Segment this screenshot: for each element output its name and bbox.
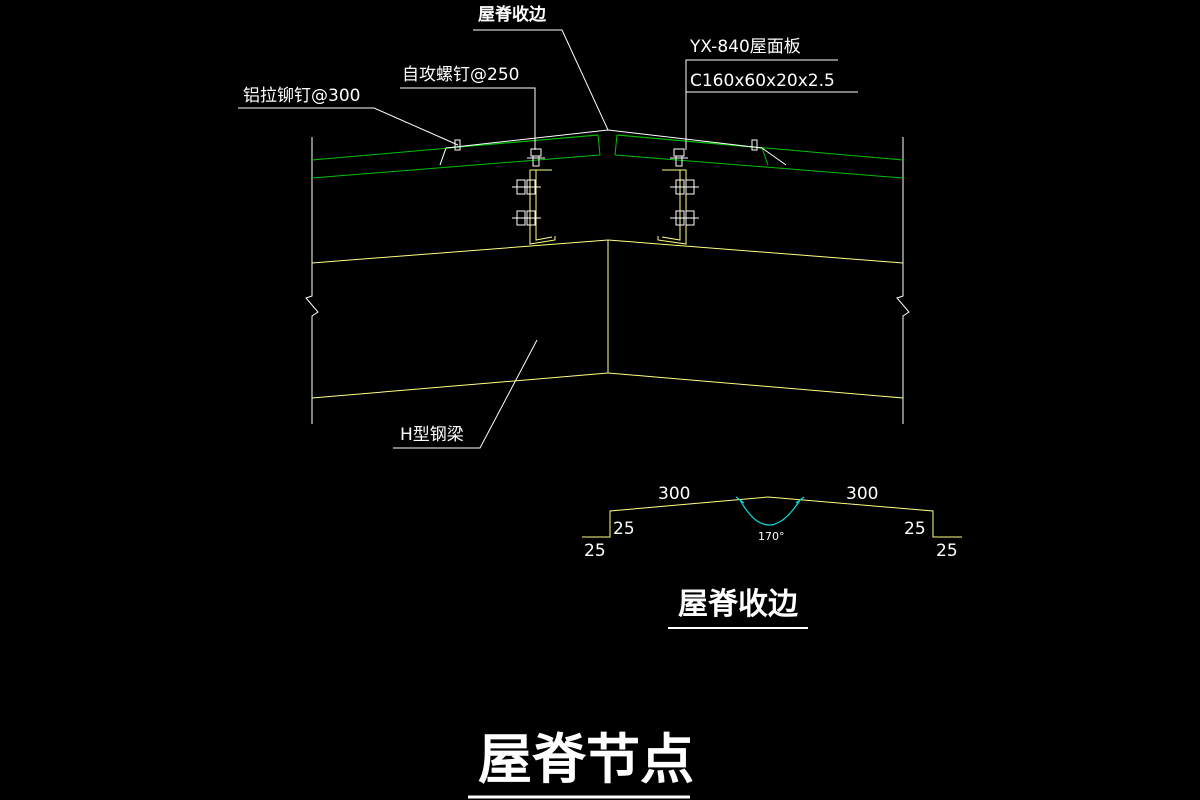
angle-arc bbox=[735, 496, 805, 526]
fasteners bbox=[454, 139, 758, 226]
dim-left-inner-drop: 25 bbox=[613, 519, 635, 539]
side-boundary-lines bbox=[305, 137, 910, 424]
purlin-right bbox=[657, 169, 687, 245]
dim-right-slope: 300 bbox=[846, 484, 878, 504]
callout-purlin: C160x60x20x2.5 bbox=[690, 71, 835, 91]
callout-aluminum-rivet: 铝拉铆钉@300 bbox=[243, 86, 360, 106]
leader-lines bbox=[238, 29, 858, 449]
main-title: 屋脊节点 bbox=[478, 728, 694, 791]
callout-steel-beam: H型钢梁 bbox=[400, 425, 464, 445]
dim-ridge-angle: 170° bbox=[758, 530, 785, 543]
callout-self-tapping-screw: 自攻螺钉@250 bbox=[402, 65, 519, 85]
roof-panels bbox=[311, 134, 904, 179]
h-steel-beam bbox=[311, 239, 904, 399]
ridge-flashing-line bbox=[439, 129, 787, 166]
ridge-flashing-profile bbox=[582, 496, 962, 538]
dim-right-outer-flange: 25 bbox=[936, 541, 958, 561]
dimension-labels: 300 300 25 25 25 25 170° bbox=[584, 484, 958, 561]
callout-roof-panel: YX-840屋面板 bbox=[689, 37, 801, 57]
detail-title: 屋脊收边 bbox=[678, 587, 799, 622]
dim-left-outer-flange: 25 bbox=[584, 541, 606, 561]
dim-right-inner-drop: 25 bbox=[904, 519, 926, 539]
callout-ridge-flashing: 屋脊收边 bbox=[478, 4, 547, 25]
dim-left-slope: 300 bbox=[658, 484, 690, 504]
purlin-left bbox=[529, 169, 556, 245]
